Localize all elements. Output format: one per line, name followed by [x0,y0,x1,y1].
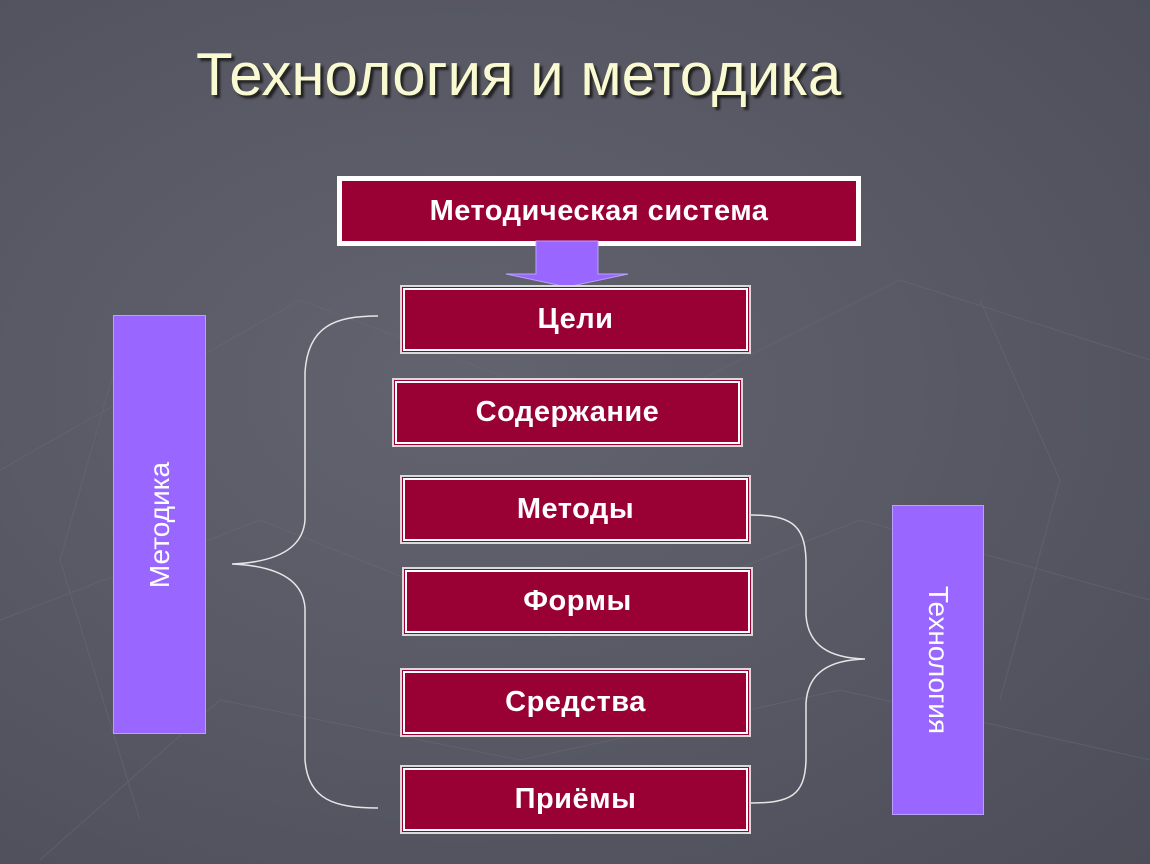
top-box-methodical-system: Методическая система [342,181,856,241]
group-box-methodology: Методика [113,315,206,734]
down-arrow [505,240,629,288]
item-box-forms: Формы [405,570,750,633]
group-label-technology: Технология [923,585,954,735]
group-box-technology: Технология [892,505,984,815]
item-box-methods: Методы [403,478,748,541]
left-brace [231,315,379,809]
item-box-goals: Цели [403,288,748,351]
item-box-content: Содержание [395,381,740,444]
slide-title: Технология и методика [196,41,842,108]
group-label-methodology: Методика [143,461,175,588]
right-brace [749,514,866,804]
item-box-techniques: Приёмы [403,768,748,831]
item-box-means: Средства [403,671,748,734]
